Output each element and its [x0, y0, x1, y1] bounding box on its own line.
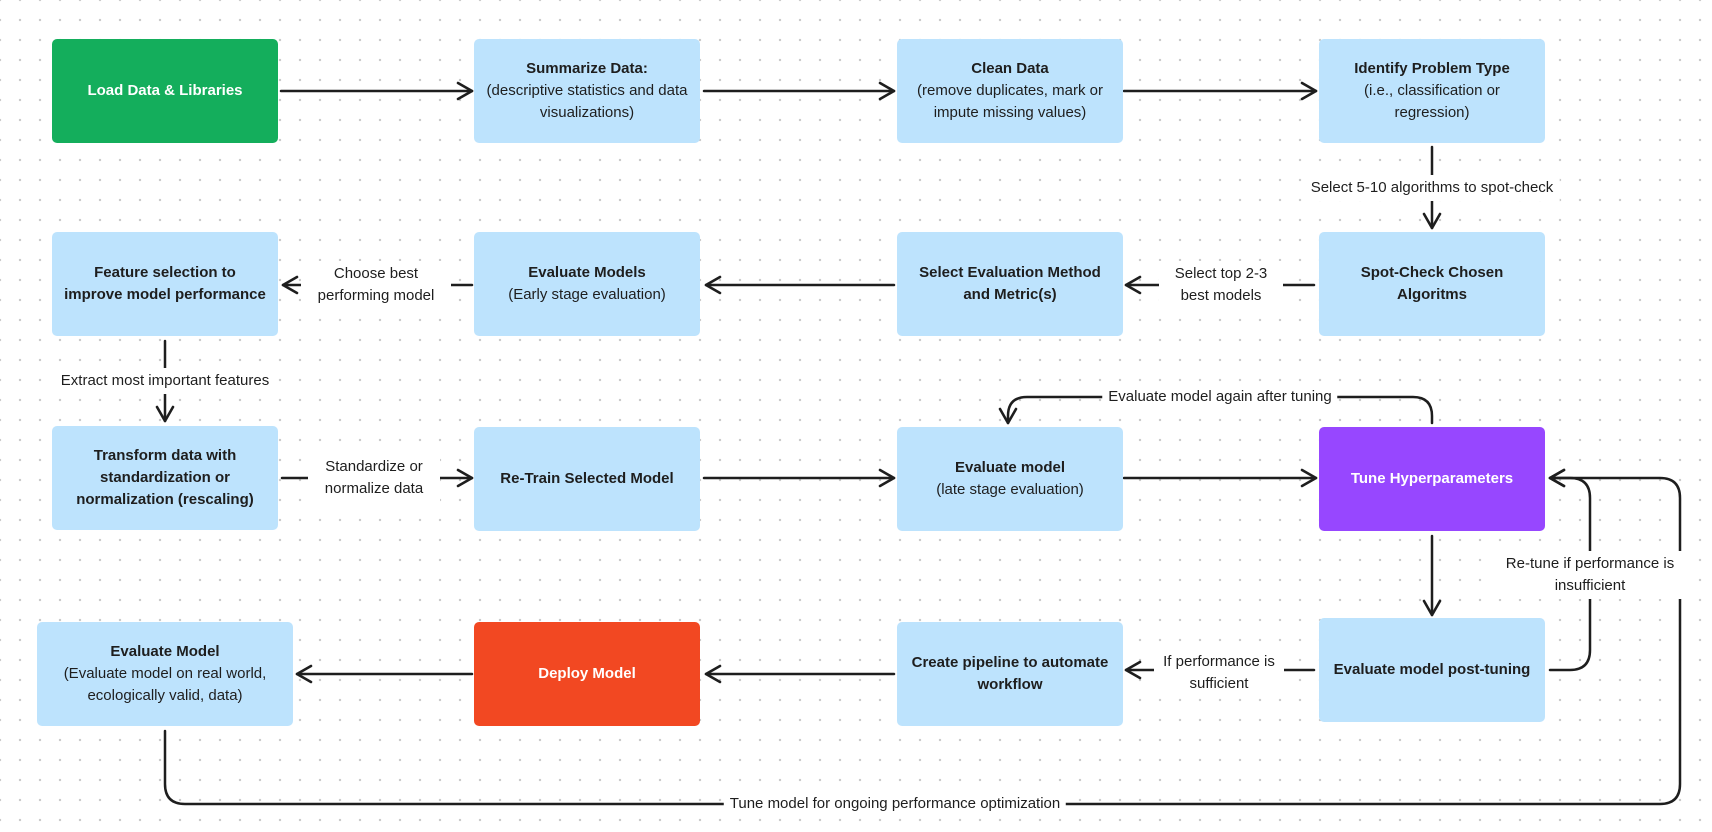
node-identify-problem-type[interactable]: Identify Problem Type (i.e., classificat… [1319, 39, 1545, 143]
node-title: Feature selection to improve model perfo… [64, 264, 266, 303]
node-title: Transform data with standardization or n… [76, 447, 254, 508]
node-title: Identify Problem Type [1354, 60, 1510, 77]
node-title: Create pipeline to automate workflow [911, 654, 1109, 693]
node-feature-selection[interactable]: Feature selection to improve model perfo… [52, 232, 278, 336]
node-title: Evaluate model post-tuning [1333, 661, 1531, 678]
edge-evaluatereal-to-tune [163, 468, 1682, 806]
node-evaluate-late-stage[interactable]: Evaluate model (late stage evaluation) [897, 427, 1123, 531]
label-evaluate-again: Evaluate model again after tuning [1102, 384, 1338, 410]
label-retune: Re-tune if performance is insufficient [1498, 551, 1682, 599]
node-title: Evaluate Models [528, 264, 646, 281]
label-select-algorithms: Select 5-10 algorithms to spot-check [1304, 175, 1560, 201]
label-choose-best-model: Choose best performing model [301, 261, 451, 309]
node-subtitle: (late stage evaluation) [936, 481, 1084, 498]
node-title: Load Data & Libraries [87, 82, 243, 99]
node-evaluate-real-world[interactable]: Evaluate Model (Evaluate model on real w… [37, 622, 293, 726]
node-subtitle: (i.e., classification or regression) [1364, 82, 1500, 121]
node-subtitle: (Early stage evaluation) [508, 286, 666, 303]
node-evaluate-models[interactable]: Evaluate Models (Early stage evaluation) [474, 232, 700, 336]
node-title: Select Evaluation Method and Metric(s) [919, 264, 1101, 303]
node-title: Deploy Model [538, 665, 636, 682]
node-subtitle: (remove duplicates, mark or impute missi… [917, 82, 1103, 121]
node-summarize-data[interactable]: Summarize Data: (descriptive statistics … [474, 39, 700, 143]
node-clean-data[interactable]: Clean Data (remove duplicates, mark or i… [897, 39, 1123, 143]
node-subtitle: (Evaluate model on real world, ecologica… [63, 665, 267, 704]
node-transform-data[interactable]: Transform data with standardization or n… [52, 426, 278, 530]
node-title: Evaluate model [954, 459, 1066, 476]
node-title: Re-Train Selected Model [500, 470, 674, 487]
node-select-evaluation-method[interactable]: Select Evaluation Method and Metric(s) [897, 232, 1123, 336]
node-evaluate-post-tuning[interactable]: Evaluate model post-tuning [1319, 618, 1545, 722]
node-title: Summarize Data: [526, 60, 648, 77]
node-title: Spot-Check Chosen Algoritms [1360, 264, 1504, 303]
node-load-data[interactable]: Load Data & Libraries [52, 39, 278, 143]
label-select-top-models: Select top 2-3 best models [1159, 261, 1283, 309]
node-subtitle: (descriptive statistics and data visuali… [486, 82, 688, 121]
label-ongoing-optimization: Tune model for ongoing performance optim… [723, 791, 1067, 817]
label-extract-features: Extract most important features [54, 368, 276, 394]
label-if-sufficient: If performance is sufficient [1154, 649, 1284, 697]
node-create-pipeline[interactable]: Create pipeline to automate workflow [897, 622, 1123, 726]
node-title: Evaluate Model [110, 643, 220, 660]
node-spot-check[interactable]: Spot-Check Chosen Algoritms [1319, 232, 1545, 336]
label-standardize-data: Standardize or normalize data [308, 454, 440, 502]
node-retrain-model[interactable]: Re-Train Selected Model [474, 427, 700, 531]
node-tune-hyperparameters[interactable]: Tune Hyperparameters [1319, 427, 1545, 531]
node-title: Clean Data [971, 60, 1049, 77]
node-deploy-model[interactable]: Deploy Model [474, 622, 700, 726]
node-title: Tune Hyperparameters [1350, 470, 1514, 487]
